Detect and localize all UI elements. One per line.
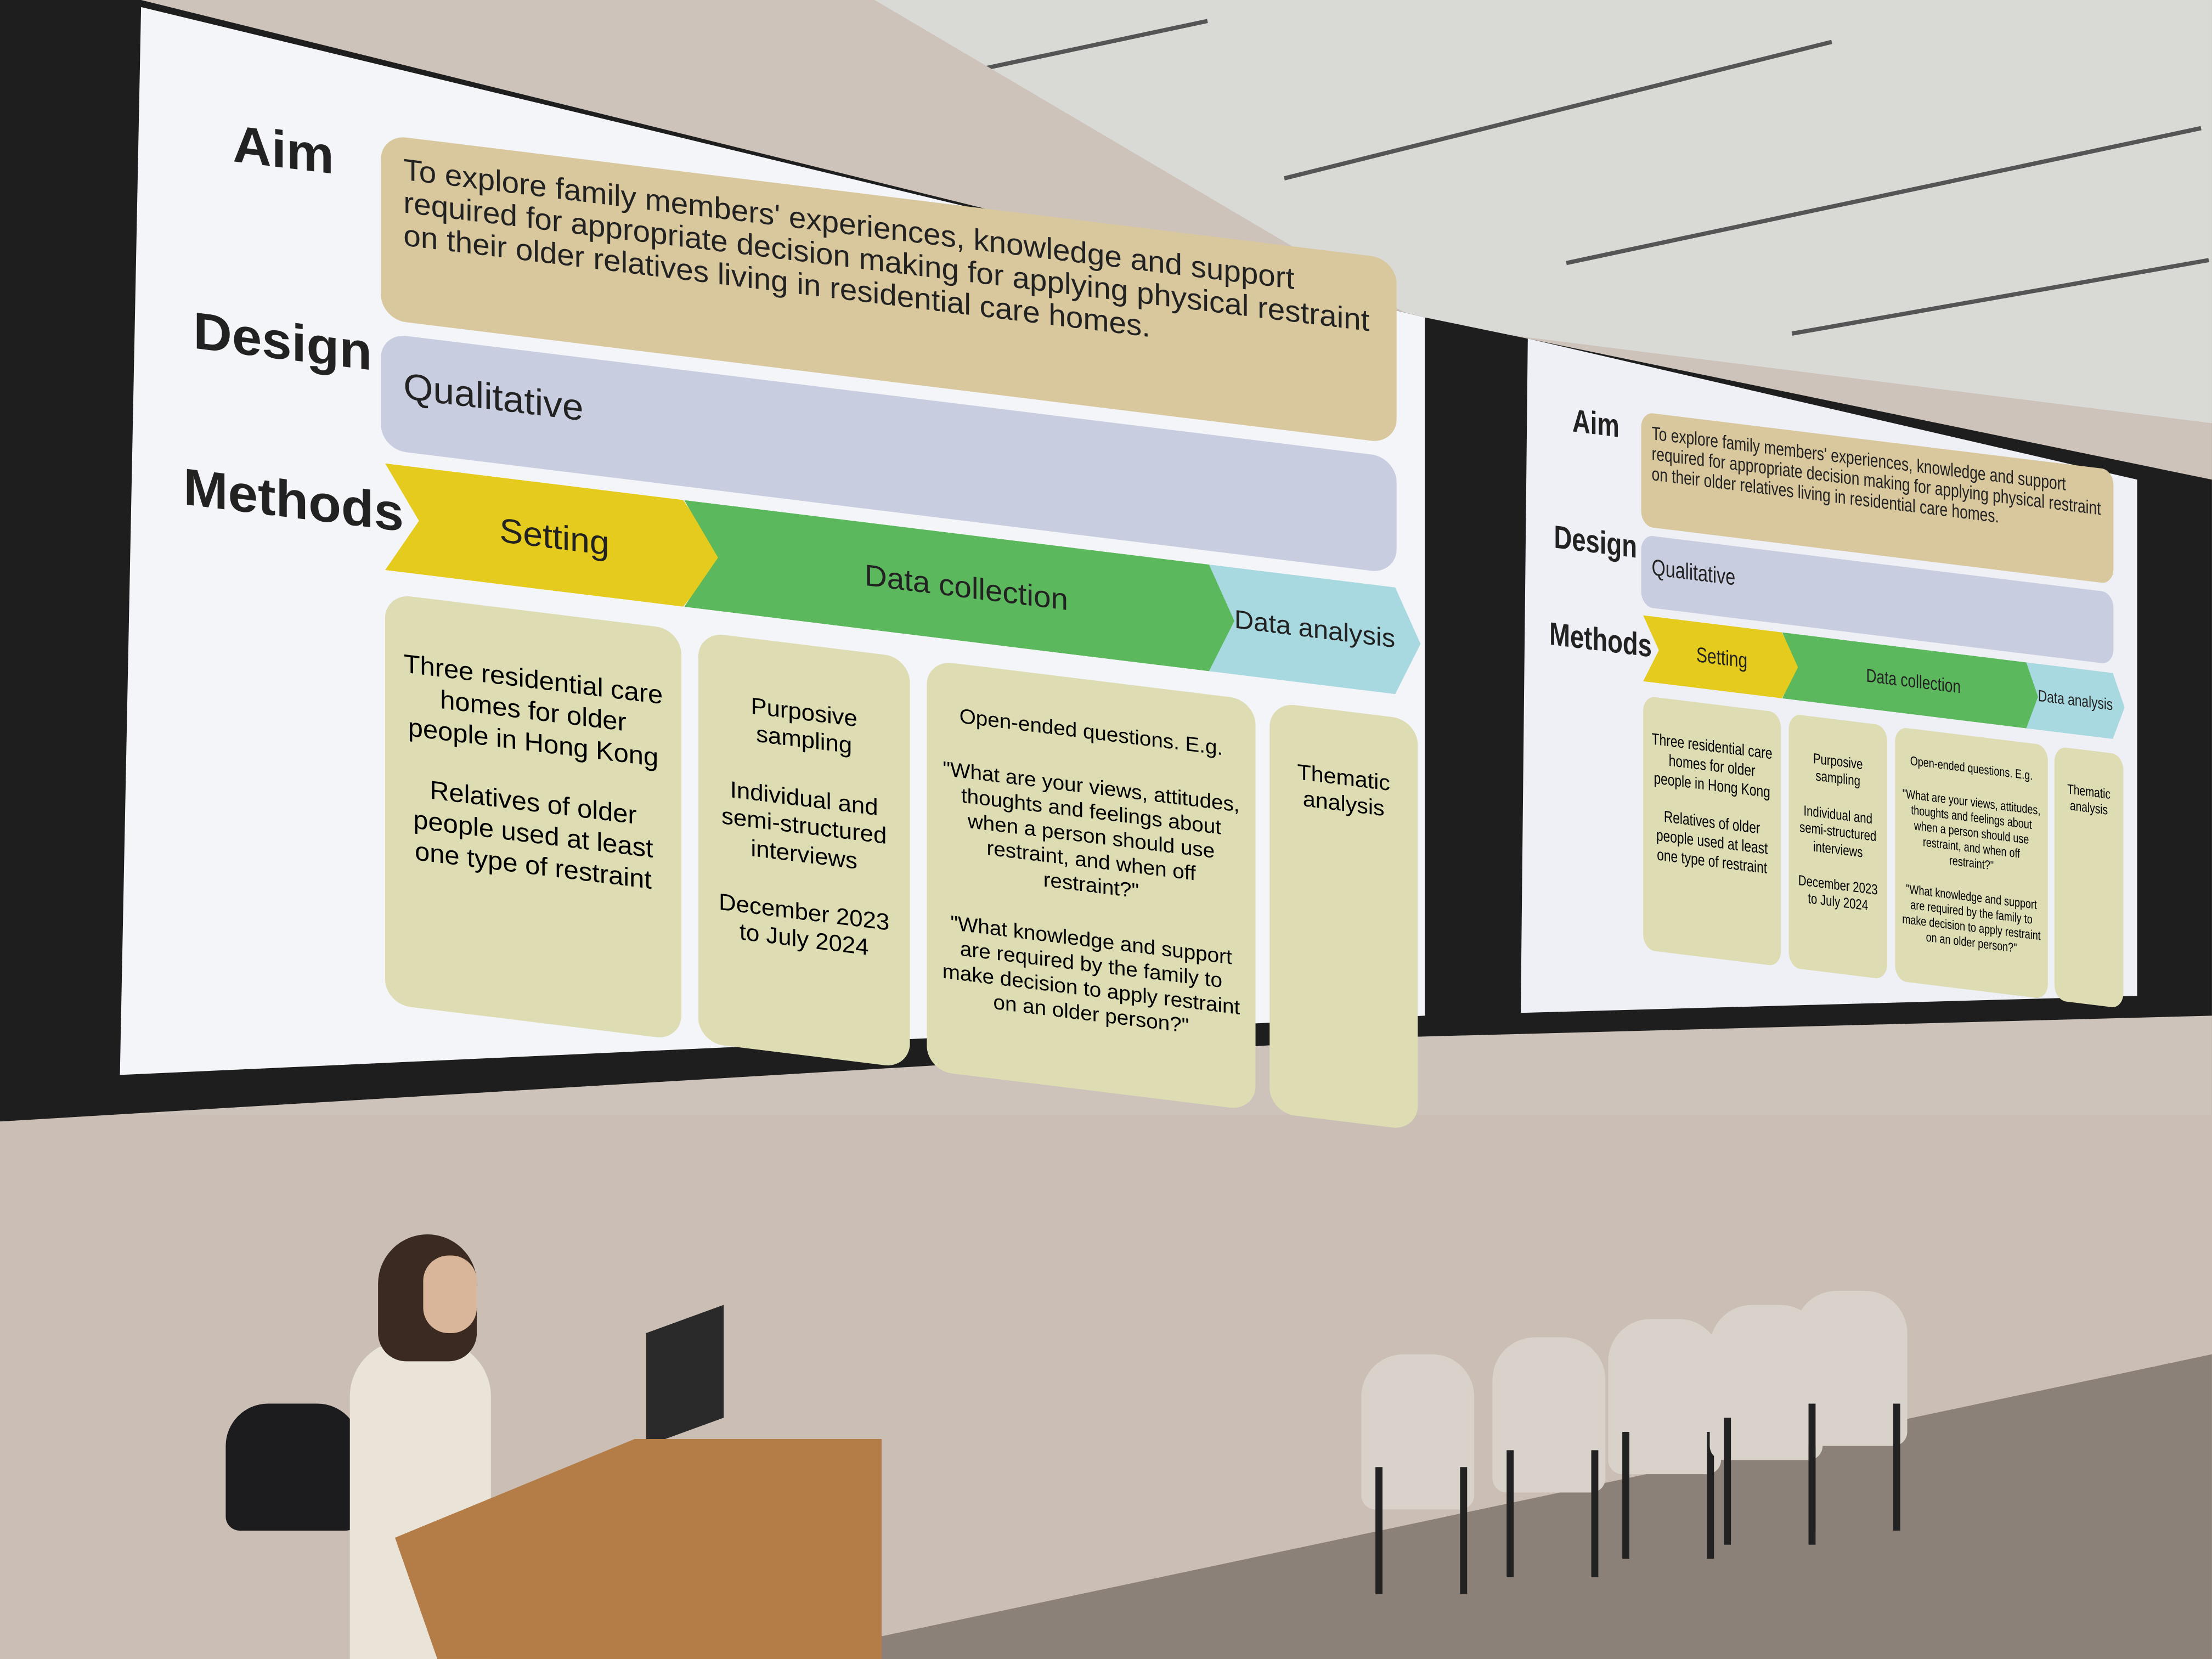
- analysis-box: Thematic analysis: [2054, 746, 2124, 1009]
- questions-text: "What are your views, attitudes, thought…: [1902, 787, 2041, 873]
- questions-text: "What knowledge and support are required…: [1902, 882, 2041, 956]
- stage-setting: Setting: [1643, 616, 1801, 701]
- setting-text: Relatives of older people used at least …: [1656, 808, 1768, 878]
- setting-box: Three residential care homes for older p…: [385, 593, 681, 1041]
- methods-label: Methods: [183, 459, 404, 544]
- sampling-text: Purposive sampling: [1813, 750, 1863, 790]
- sampling-text: Individual and semi-structured interview…: [721, 776, 887, 874]
- analysis-box: Thematic analysis: [1269, 702, 1418, 1131]
- chair: [1794, 1290, 1921, 1531]
- setting-box: Three residential care homes for older p…: [1643, 696, 1781, 967]
- design-label: Design: [1554, 520, 1637, 566]
- setting-text: Relatives of older people used at least …: [413, 777, 653, 896]
- methods-label: Methods: [1549, 616, 1652, 665]
- setting-text: Three residential care homes for older p…: [403, 650, 663, 773]
- questions-text: Open-ended questions. E.g.: [1910, 754, 2033, 783]
- questions-text: "What are your views, attitudes, thought…: [943, 757, 1240, 904]
- aim-label: Aim: [233, 116, 334, 187]
- questions-box: Open-ended questions. E.g. "What are you…: [1895, 726, 2048, 1000]
- slide: Aim To explore family members' experienc…: [134, 49, 1432, 1153]
- design-label: Design: [193, 303, 373, 382]
- sampling-box: Purposive sampling Individual and semi-s…: [1788, 713, 1887, 980]
- sampling-text: Individual and semi-structured interview…: [1799, 802, 1877, 861]
- setting-text: Three residential care homes for older p…: [1651, 730, 1773, 802]
- sampling-box: Purposive sampling Individual and semi-s…: [698, 631, 910, 1069]
- chair: [1361, 1354, 1488, 1594]
- questions-text: "What knowledge and support are required…: [942, 912, 1240, 1039]
- stage-setting: Setting: [385, 464, 724, 612]
- analysis-text: Thematic analysis: [1297, 761, 1390, 822]
- slide-duplicate: Aim To explore family members' experienc…: [1526, 364, 2130, 1022]
- aim-label: Aim: [1572, 403, 1620, 445]
- sampling-text: Purposive sampling: [751, 693, 857, 760]
- chair: [1608, 1319, 1735, 1559]
- stage-data-analysis: Data analysis: [1209, 565, 1421, 697]
- questions-text: Open-ended questions. E.g.: [959, 704, 1223, 761]
- sampling-text: December 2023 to July 2024: [719, 889, 890, 961]
- stage-data-analysis: Data analysis: [2026, 662, 2124, 740]
- chair: [1492, 1337, 1620, 1577]
- presenter-face: [423, 1255, 477, 1333]
- analysis-text: Thematic analysis: [2067, 782, 2111, 819]
- sampling-text: December 2023 to July 2024: [1798, 872, 1878, 915]
- office-chair: [225, 1403, 360, 1531]
- questions-box: Open-ended questions. E.g. "What are you…: [927, 659, 1256, 1111]
